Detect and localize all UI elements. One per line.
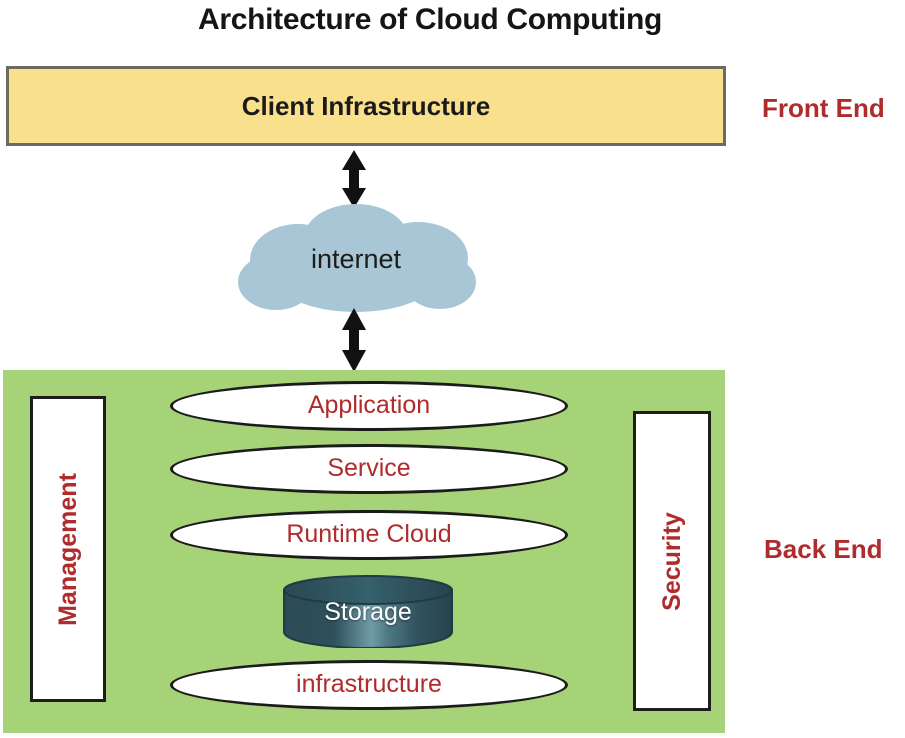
layer-storage: Storage	[281, 574, 455, 649]
double-arrow-internet-to-backend	[336, 308, 372, 372]
internet-cloud-icon: internet	[236, 200, 476, 314]
management-box: Management	[30, 396, 106, 702]
front-end-caption: Front End	[762, 93, 885, 123]
page-title: Architecture of Cloud Computing	[197, 3, 662, 36]
client-infrastructure-label: Client Infrastructure	[241, 90, 491, 121]
back-end-caption: Back End	[764, 534, 883, 564]
layer-service-label: Service	[327, 454, 411, 482]
management-label: Management	[53, 472, 82, 626]
layer-application: Application	[170, 381, 568, 431]
layer-runtime-cloud-label: Runtime Cloud	[286, 520, 452, 548]
layer-service: Service	[170, 444, 568, 494]
security-label: Security	[657, 511, 686, 611]
layer-application-label: Application	[307, 391, 431, 419]
client-infrastructure-box: Client Infrastructure	[6, 66, 726, 146]
layer-infrastructure-label: infrastructure	[296, 670, 442, 698]
layer-infrastructure: infrastructure	[170, 660, 568, 710]
layer-runtime-cloud: Runtime Cloud	[170, 510, 568, 560]
double-arrow-client-to-internet	[336, 150, 372, 208]
security-box: Security	[633, 411, 711, 711]
